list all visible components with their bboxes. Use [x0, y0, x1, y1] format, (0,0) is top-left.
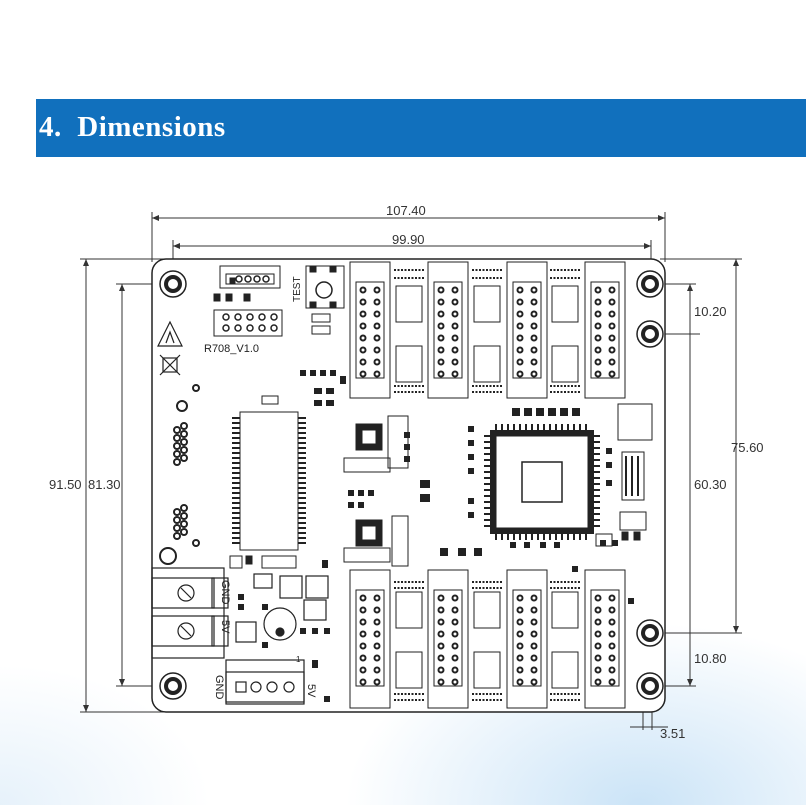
dim-hole-spacing-right: 60.30 — [694, 477, 727, 492]
pin-one-label: 1 — [296, 655, 301, 664]
dim-hole-spacing-left: 81.30 — [88, 477, 121, 492]
five-v-label: 5V — [219, 620, 231, 634]
board-name-label: R708_V1.0 — [204, 343, 259, 355]
mount-hole-bottom-right-2 — [636, 672, 664, 700]
hub-connector-top-4 — [584, 261, 626, 399]
dim-bottom-right-offset: 10.80 — [694, 651, 727, 666]
hub-connector-bottom-2 — [427, 569, 469, 709]
hub-connector-bottom-4 — [584, 569, 626, 709]
mount-hole-top-right-2 — [636, 320, 664, 348]
hub-connector-top-2 — [427, 261, 469, 399]
dim-hole-spacing-x: 99.90 — [392, 232, 425, 247]
dim-top-right-offset: 10.20 — [694, 304, 727, 319]
mount-hole-top-right-1 — [636, 270, 664, 298]
dim-overall-height-left: 91.50 — [49, 477, 82, 492]
dim-edge-offset: 3.51 — [660, 726, 685, 741]
dim-overall-height-right: 75.60 — [731, 440, 764, 455]
hub-connector-top-1 — [349, 261, 391, 399]
dim-overall-width: 107.40 — [386, 203, 426, 218]
hub-connector-bottom-3 — [506, 569, 548, 709]
section-title: 4. Dimensions — [39, 111, 226, 143]
five-v-label-bottom: 5V — [305, 684, 317, 698]
esd-warning-icon — [157, 320, 183, 376]
power-terminal-block — [151, 567, 229, 659]
mount-hole-bottom-left — [159, 672, 187, 700]
mount-hole-top-left — [159, 270, 187, 298]
bottom-pin-header — [225, 659, 305, 705]
section-header-bar: 4. Dimensions — [36, 99, 806, 157]
gnd-label: GND — [219, 580, 231, 605]
gnd-label-bottom: GND — [213, 675, 225, 700]
main-fpga-chip — [484, 424, 600, 540]
mount-hole-bottom-right-1 — [636, 619, 664, 647]
test-label: TEST — [292, 276, 303, 302]
hub-connector-top-3 — [506, 261, 548, 399]
hub-connector-bottom-1 — [349, 569, 391, 709]
